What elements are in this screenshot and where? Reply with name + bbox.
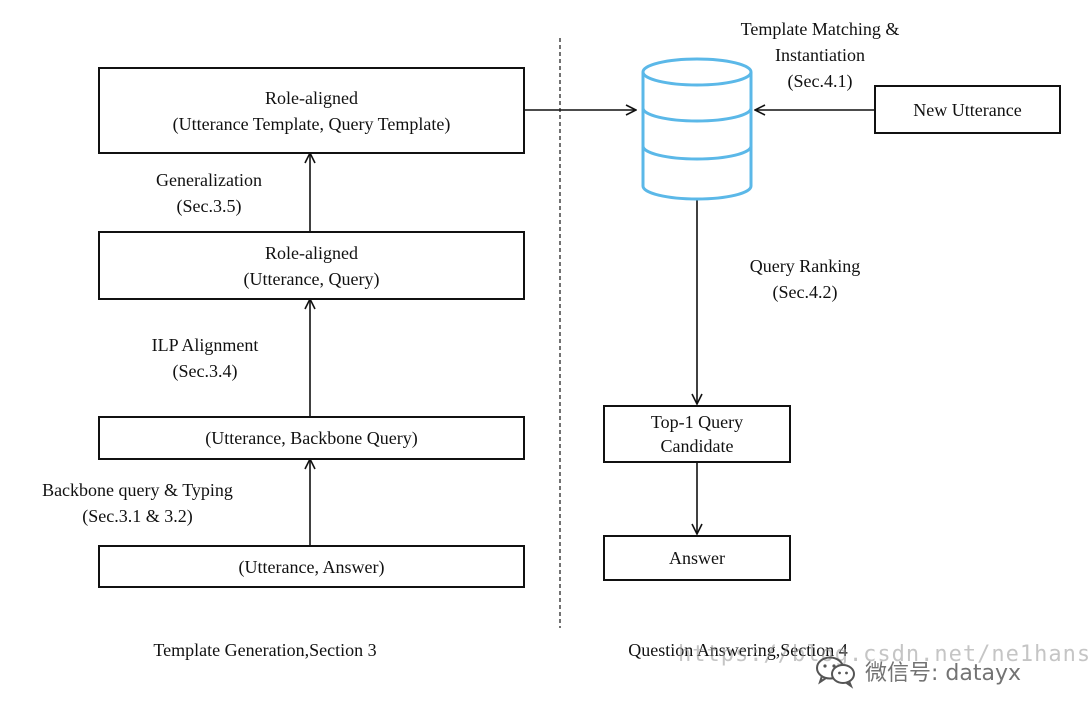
label-generalization-line1: Generalization [156, 170, 262, 190]
box-new-utterance-line1: New Utterance [913, 99, 1022, 120]
box-answer: Answer [603, 535, 791, 581]
box-role-aligned-templates: Role-aligned (Utterance Template, Query … [98, 67, 525, 154]
label-backbone-typing: Backbone query & Typing (Sec.3.1 & 3.2) [10, 477, 265, 529]
box-templates-line2: (Utterance Template, Query Template) [172, 113, 451, 134]
watermark-url: https://blog.csdn.net/ne1hans [678, 642, 1091, 667]
label-matching-line3: (Sec.4.1) [787, 71, 853, 91]
label-backbone-line1: Backbone query & Typing [42, 480, 233, 500]
caption-template-generation: Template Generation,Section 3 [153, 640, 377, 660]
watermark-wechat: 微信号: datayx [815, 655, 1021, 689]
box-top1-line1: Top-1 Query [650, 412, 744, 432]
box-top1-line2: Candidate [660, 436, 734, 456]
label-ranking-line2: (Sec.4.2) [772, 282, 838, 302]
label-query-ranking: Query Ranking (Sec.4.2) [720, 253, 890, 305]
caption-question-answering: Question Answering,Section 4 [628, 640, 848, 660]
box-roleq-line2: (Utterance, Query) [243, 268, 380, 289]
template-database-icon [641, 57, 753, 201]
label-generalization: Generalization (Sec.3.5) [124, 167, 294, 219]
label-backbone-line2: (Sec.3.1 & 3.2) [82, 506, 193, 526]
watermark-wechat-text: 微信号: datayx [865, 661, 1021, 686]
box-templates-line1: Role-aligned [265, 87, 358, 108]
label-generalization-line2: (Sec.3.5) [176, 196, 242, 216]
box-new-utterance: New Utterance [874, 85, 1061, 134]
label-ilp-line2: (Sec.3.4) [172, 361, 238, 381]
box-roleq-line1: Role-aligned [265, 242, 358, 263]
box-answer-pair-line1: (Utterance, Answer) [238, 556, 385, 577]
box-backbone-line1: (Utterance, Backbone Query) [205, 428, 418, 448]
label-ranking-line1: Query Ranking [749, 256, 861, 276]
box-answer-pair: (Utterance, Answer) [98, 545, 525, 588]
label-matching-line2: Instantiation [775, 45, 865, 65]
box-backbone-pair: (Utterance, Backbone Query) [98, 416, 525, 460]
label-template-matching: Template Matching & Instantiation (Sec.4… [705, 16, 935, 94]
label-ilp-alignment: ILP Alignment (Sec.3.4) [120, 332, 290, 384]
box-answer-line1: Answer [669, 548, 725, 568]
box-top1-query-candidate: Top-1 Query Candidate [603, 405, 791, 463]
wechat-logo-icon [816, 656, 855, 689]
box-role-aligned-pair: Role-aligned (Utterance, Query) [98, 231, 525, 300]
label-ilp-line1: ILP Alignment [151, 335, 259, 355]
label-matching-line1: Template Matching & [740, 19, 900, 39]
